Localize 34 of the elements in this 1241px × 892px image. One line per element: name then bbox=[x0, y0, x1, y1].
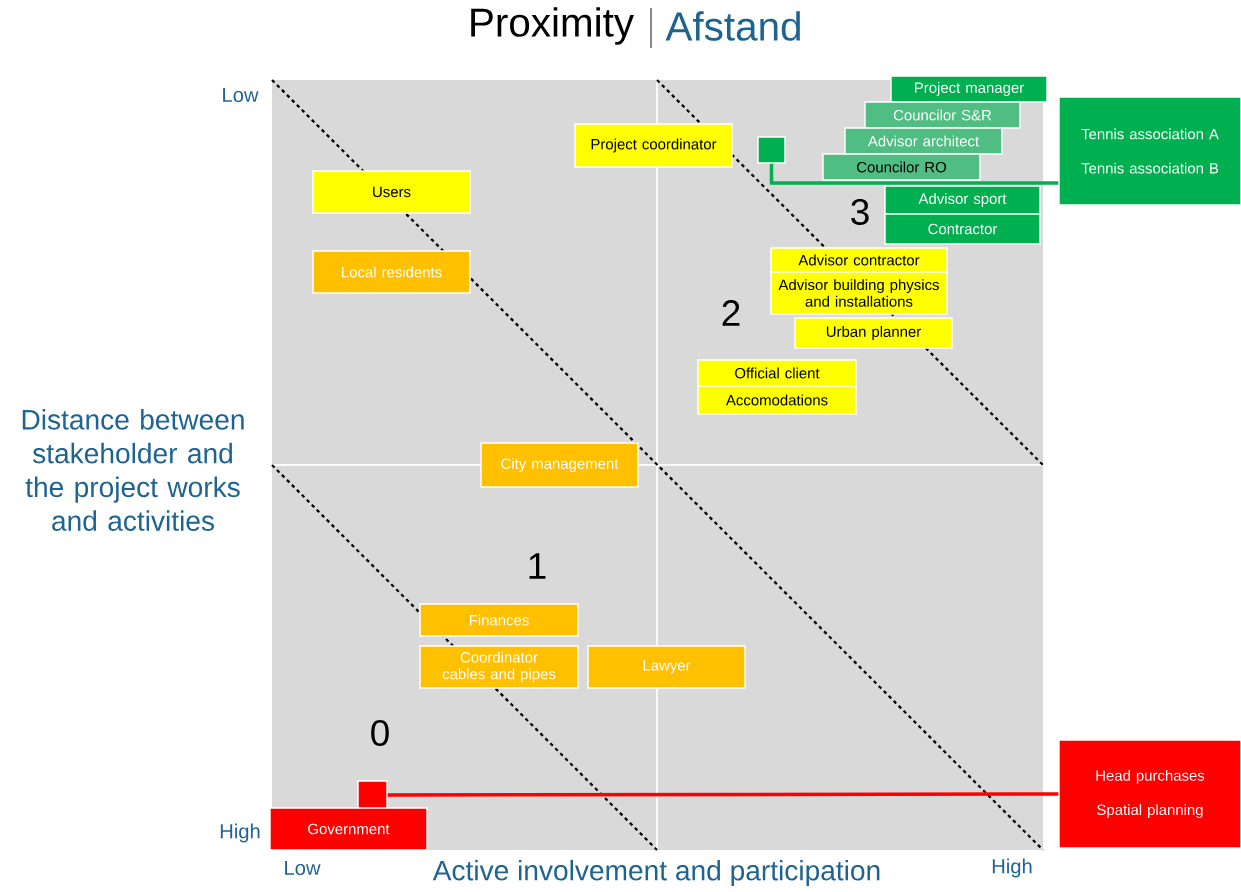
stakeholder-box: Users bbox=[312, 170, 471, 214]
stakeholder-box: Advisor building physics and installations bbox=[770, 271, 948, 315]
stakeholder-box: Advisor architect bbox=[844, 127, 1003, 155]
axis-title: Active involvement and participation bbox=[432, 859, 880, 887]
zone-number: 3 bbox=[851, 198, 869, 226]
axis-title: Distance between stakeholder and the project works and activities bbox=[22, 409, 244, 531]
axis-tick-label: Low bbox=[223, 87, 259, 103]
chart-subtitle: Afstand bbox=[665, 11, 800, 41]
stakeholder-box: Official client bbox=[697, 359, 857, 387]
zone-number: 1 bbox=[529, 553, 546, 579]
stakeholder-box: City management bbox=[480, 442, 639, 488]
stakeholder-box: Advisor sport bbox=[884, 185, 1041, 215]
stakeholder-box: Finances bbox=[419, 603, 579, 637]
stakeholder-box: Councilor S&R bbox=[864, 101, 1021, 129]
stakeholder-box: Urban planner bbox=[794, 317, 953, 349]
zone-number: 2 bbox=[722, 300, 740, 326]
stakeholder-group-box: Head purchases Spatial planning bbox=[1058, 739, 1241, 849]
stakeholder-box: Project manager bbox=[890, 75, 1048, 103]
connector-line bbox=[769, 163, 1059, 185]
stakeholder-box: Councilor RO bbox=[822, 153, 981, 181]
stakeholder-box: Lawyer bbox=[587, 645, 746, 689]
marker-square bbox=[357, 780, 388, 810]
stakeholder-box: Accomodations bbox=[697, 385, 857, 415]
stakeholder-group-box: Tennis association A Tennis association B bbox=[1058, 96, 1241, 206]
marker-square bbox=[757, 136, 786, 164]
stakeholder-box: Contractor bbox=[884, 213, 1041, 245]
chart-title: Proximity bbox=[471, 7, 634, 45]
stakeholder-box: Local residents bbox=[312, 250, 471, 294]
stakeholder-box: Project coordinator bbox=[574, 123, 733, 168]
connector-line bbox=[387, 792, 1059, 797]
stakeholder-box: Advisor contractor bbox=[770, 247, 948, 273]
zone-number: 0 bbox=[371, 719, 389, 747]
axis-tick-label: High bbox=[992, 858, 1032, 878]
stakeholder-box: Coordinator cables and pipes bbox=[419, 645, 579, 689]
